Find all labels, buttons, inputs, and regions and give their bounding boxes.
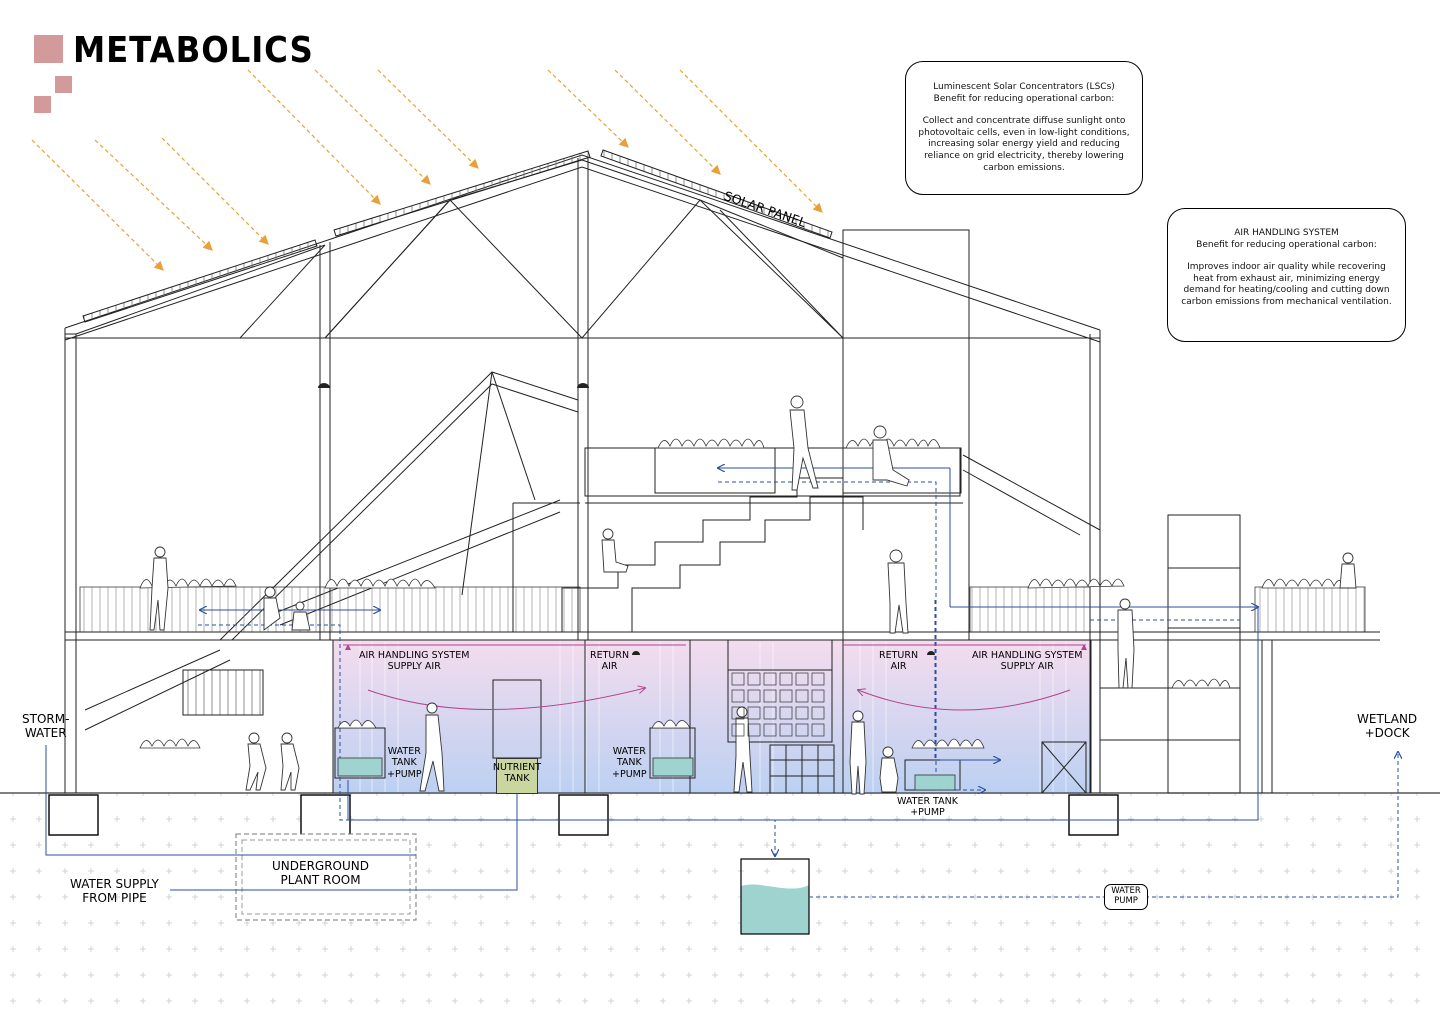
- water-tank-right-label: WATER TANK +PUMP: [897, 796, 958, 819]
- water-tank-left-label: WATER TANK +PUMP: [387, 746, 422, 780]
- plant-icon: [139, 438, 1345, 749]
- ahs-supply-left-label: AIR HANDLING SYSTEM SUPPLY AIR: [359, 650, 470, 673]
- ahs-note-box: AIR HANDLING SYSTEM Benefit for reducing…: [1167, 208, 1406, 342]
- air-fan-icon: [345, 644, 1087, 650]
- ahs-note-subheading: Benefit for reducing operational carbon:: [1196, 239, 1377, 250]
- accent-square-small: [55, 76, 72, 93]
- water-pump-box: [1104, 884, 1148, 910]
- plant-display-grid: [731, 672, 825, 737]
- plant-room-outline: [235, 833, 417, 921]
- accent-square-small: [34, 96, 51, 113]
- stormwater-label: STORM- WATER: [22, 712, 70, 741]
- conditioned-interior: [333, 640, 1091, 793]
- ahs-note-heading: AIR HANDLING SYSTEM: [1234, 228, 1339, 238]
- water-tank-mid-label: WATER TANK +PUMP: [612, 746, 647, 780]
- water-supply-label: WATER SUPPLY FROM PIPE: [70, 877, 159, 906]
- foundation-piers: [48, 794, 1119, 836]
- accent-square-large: [34, 35, 63, 63]
- water-tank-fill: [337, 757, 956, 791]
- water-pump-label: WATER PUMP: [1111, 886, 1141, 906]
- page-title: METABOLICS: [73, 30, 314, 71]
- return-air-left-label: RETURN AIR: [590, 650, 630, 673]
- wetland-dock-label: WETLAND +DOCK: [1357, 712, 1418, 741]
- light-fixture-icon: [318, 383, 935, 655]
- person-figure-icon: [149, 395, 1357, 795]
- lsc-note-subheading: Benefit for reducing operational carbon:: [933, 93, 1115, 104]
- ahs-note-body: Improves indoor air quality while recove…: [1181, 262, 1392, 307]
- sunlight-arrows: [31, 69, 823, 271]
- ground-section: [0, 793, 1440, 1018]
- upper-mezzanine: [512, 447, 963, 632]
- nutrient-tank-label: NUTRIENT TANK: [492, 762, 542, 785]
- water-supply-lines: [45, 468, 1258, 891]
- return-air-right-label: RETURN AIR: [879, 650, 919, 673]
- nutrient-tank: [496, 758, 538, 794]
- plant-room-label: UNDERGROUND PLANT ROOM: [272, 859, 370, 888]
- air-handling-lines: [343, 644, 1086, 711]
- lsc-note-heading: Luminescent Solar Concentrators (LSCs): [933, 82, 1115, 92]
- lsc-note-box: Luminescent Solar Concentrators (LSCs) B…: [905, 61, 1143, 195]
- solar-panel-icon: [82, 149, 833, 323]
- lsc-note-body: Collect and concentrate diffuse sunlight…: [918, 116, 1130, 173]
- ahs-supply-right-label: AIR HANDLING SYSTEM SUPPLY AIR: [972, 650, 1083, 673]
